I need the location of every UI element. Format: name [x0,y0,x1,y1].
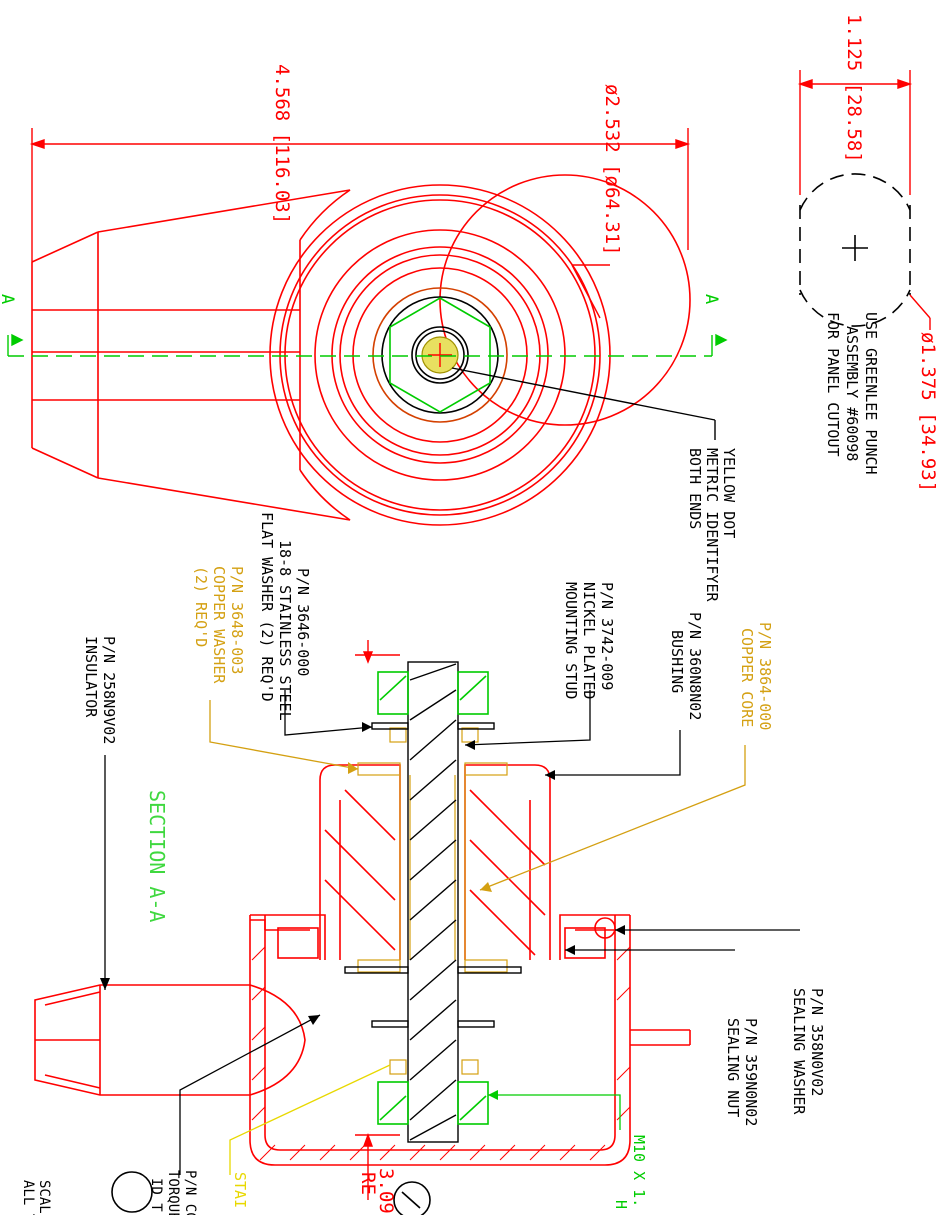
section-marker-left: A [0,294,17,304]
stack-height-label: 3.09 [375,1168,397,1214]
overall-length-label: 4.568 [116.03] [271,64,293,224]
bushing-note-line-1: P/N 360N8N02 [686,612,704,720]
torque-note-line-2: TORQUE SP [165,1170,181,1215]
yellow-dot-leader [451,367,716,440]
panel-cutout-detail [799,173,911,327]
section-copper-core [357,727,508,1075]
section-cut-line [7,333,728,357]
sealing-nut-note-line-2: SEALING NUT [724,1018,742,1117]
text-layer: 1.125 [28.58] ø1.375 [34.93] USE GREENLE… [0,14,939,1215]
copper-washer-note-line-1: P/N 3648-003 [228,566,246,674]
section-stud [407,661,459,1143]
sealing-washer-note-line-2: SEALING WASHER [790,988,808,1115]
section-bushing [319,764,551,960]
overall-length-dimension [29,128,691,262]
leader-arrowheads [100,722,625,1100]
copper-washer-note-line-3: (2) REQ'D [192,566,210,647]
section-marker-right: A [701,294,721,304]
copper-core-note-line-1: P/N 3864-000 [756,622,774,730]
section-housing [249,914,691,1166]
section-title: SECTION A-A [145,790,169,922]
cutout-dia-label: ø1.375 [34.93] [917,332,939,492]
stack-height-unit: RE [357,1172,379,1195]
cutout-width-label: 1.125 [28.58] [843,14,865,163]
stud-note-line-2: NICKEL PLATED [580,582,598,699]
body-dia-leader [571,264,610,319]
yellow-dot-note-line-3: BOTH ENDS [686,448,704,529]
insulator-note-line-1: P/N 258N9V02 [100,636,118,744]
torque-note-line-3: ID T [148,1178,164,1212]
plan-center-mark [428,343,452,367]
stainless-note: STAI [231,1172,249,1208]
insulator-note-line-2: INSULATOR [82,636,100,718]
sealing-washer-note-line-1: P/N 358N0V02 [808,988,826,1096]
plan-view-body [31,174,691,526]
stud-note-line-3: MOUNTING STUD [562,582,580,699]
torque-note-line-1: P/N CC-T [182,1170,198,1215]
scale-note-line-2: ALL T [20,1180,36,1215]
scale-note-line-1: SCALE [36,1180,52,1215]
section-nuts [377,671,489,1125]
flat-washer-note-line-2: 18-8 STAINLESS STEEL [276,540,294,721]
section-insulator-boot [34,984,306,1096]
bushing-note-line-2: BUSHING [668,630,686,693]
yellow-dot-note-line-1: YELLOW DOT [720,448,738,538]
yellow-dot-note-line-2: METRIC IDENTIFYER [703,448,721,602]
cert-symbols [111,1171,431,1215]
cutout-width-dimension [797,70,931,330]
thread-note-line-2: H [612,1200,630,1209]
punch-note-line-2: ASSEMBLY #60098 [843,326,861,461]
sealing-nut-note-line-1: P/N 359N0N02 [742,1018,760,1126]
stud-note-line-1: P/N 3742-009 [598,582,616,690]
section-washers [344,722,522,1028]
section-leaders [104,690,800,1175]
punch-note-line-3: FOR PANEL CUTOUT [824,312,842,457]
stack-height-dimension [355,640,400,1200]
thread-note-line-1: M10 X 1. [630,1135,648,1207]
flat-washer-note-line-3: FLAT WASHER (2) REQ'D [258,512,276,702]
body-dia-label: ø2.532 [ø64.31] [601,84,623,256]
copper-washer-note-line-2: COPPER WASHER [210,566,228,684]
flat-washer-note-line-1: P/N 3646-000 [294,568,312,676]
copper-core-note-line-2: COPPER CORE [738,628,756,727]
punch-note-line-1: USE GREENLEE PUNCH [862,312,880,475]
